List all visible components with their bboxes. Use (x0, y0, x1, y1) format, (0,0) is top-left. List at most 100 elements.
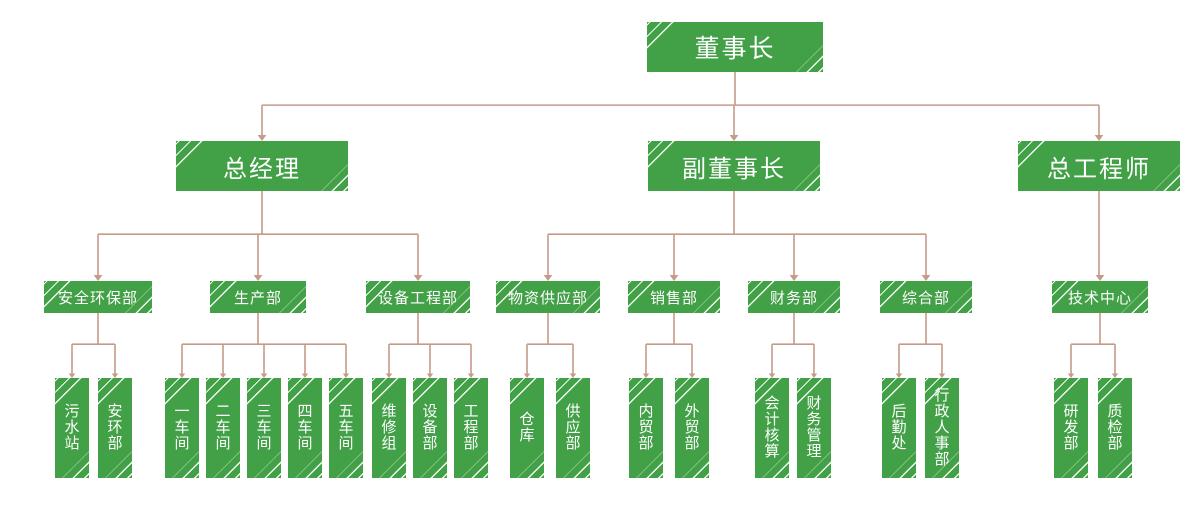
node-supply-office[interactable]: 供应部 (556, 378, 590, 478)
node-label: 综合部 (901, 288, 950, 307)
node-label-char: 间 (338, 433, 354, 452)
connector-arrowhead (1111, 373, 1119, 378)
node-maintenance-group[interactable]: 维修组 (372, 378, 406, 478)
node-label-char: 车 (174, 418, 190, 437)
connector-arrowhead (385, 373, 393, 378)
node-label-char: 备 (422, 418, 438, 437)
node-workshop-4[interactable]: 四车间 (288, 378, 322, 478)
node-general-manager[interactable]: 总经理 (176, 141, 348, 191)
node-workshop-5[interactable]: 五车间 (329, 378, 363, 478)
node-qc-dept[interactable]: 质检部 (1098, 378, 1132, 478)
node-material-supply-dept[interactable]: 物资供应部 (496, 281, 600, 313)
node-label-char: 间 (174, 433, 190, 452)
node-label: 研发部 (1054, 378, 1088, 478)
node-label: 行政人事部 (925, 378, 959, 478)
node-logistics-office[interactable]: 后勤处 (882, 378, 916, 478)
node-rnd-dept[interactable]: 研发部 (1054, 378, 1088, 478)
node-workshop-2[interactable]: 二车间 (206, 378, 240, 478)
connector-arrowhead (426, 373, 434, 378)
node-sales-dept[interactable]: 销售部 (628, 281, 720, 313)
connector-arrowhead (342, 373, 350, 378)
node-label: 内贸部 (629, 378, 663, 478)
node-workshop-1[interactable]: 一车间 (165, 378, 199, 478)
node-label: 总工程师 (1047, 154, 1151, 183)
node-label: 一车间 (165, 378, 199, 478)
node-equipment-office[interactable]: 设备部 (413, 378, 447, 478)
node-label-char: 理 (806, 441, 822, 460)
connector-arrowhead (467, 373, 475, 378)
node-label: 财务部 (769, 288, 818, 307)
connector-arrowhead (810, 373, 818, 378)
node-label-char: 水 (64, 418, 80, 437)
connector-arrowhead (1095, 275, 1105, 281)
node-label: 污水站 (55, 378, 89, 478)
node-label-char: 修 (381, 418, 397, 437)
connector-arrowhead (68, 373, 76, 378)
node-accounting[interactable]: 会计核算 (755, 378, 789, 478)
node-label: 仓库 (510, 378, 544, 478)
node-label: 会计核算 (755, 378, 789, 478)
node-label-char: 间 (256, 433, 272, 452)
node-safety-env-dept[interactable]: 安全环保部 (44, 281, 152, 313)
node-label-char: 部 (934, 449, 950, 468)
connector-arrowhead (301, 373, 309, 378)
node-label-char: 部 (1107, 433, 1123, 452)
connector-arrowhead (1067, 373, 1075, 378)
node-engineering-office[interactable]: 工程部 (454, 378, 488, 478)
connector-arrowhead (921, 275, 931, 281)
node-label: 设备工程部 (377, 288, 458, 307)
node-label-char: 程 (463, 418, 479, 437)
connector-arrowhead (688, 373, 696, 378)
connector-arrowhead (938, 373, 946, 378)
node-label-char: 车 (338, 418, 354, 437)
node-production-dept[interactable]: 生产部 (210, 281, 306, 313)
node-label-char: 组 (381, 433, 397, 452)
node-label: 五车间 (329, 378, 363, 478)
node-equipment-eng-dept[interactable]: 设备工程部 (366, 281, 470, 313)
node-general-affairs-dept[interactable]: 综合部 (880, 281, 972, 313)
node-label: 安全环保部 (57, 288, 138, 307)
node-vice-chairman[interactable]: 副董事长 (648, 141, 820, 191)
node-domestic-trade[interactable]: 内贸部 (629, 378, 663, 478)
node-chairman[interactable]: 董事长 (647, 22, 823, 72)
node-financial-management[interactable]: 财务管理 (797, 378, 831, 478)
node-label-char: 贸 (638, 418, 654, 437)
connector-arrowhead (789, 275, 799, 281)
node-label-char: 环 (107, 418, 123, 437)
connector-arrowhead (768, 373, 776, 378)
node-label: 物资供应部 (507, 288, 588, 307)
node-label: 供应部 (556, 378, 590, 478)
node-label-char: 处 (891, 433, 907, 452)
node-label: 维修组 (372, 378, 406, 478)
node-label-char: 部 (565, 433, 581, 452)
node-label: 生产部 (233, 288, 282, 307)
node-label-char: 管 (806, 426, 822, 444)
node-label-char: 算 (764, 441, 780, 460)
connector-arrowhead (253, 275, 263, 281)
node-workshop-3[interactable]: 三车间 (247, 378, 281, 478)
node-wastewater-station[interactable]: 污水站 (55, 378, 89, 478)
connector-arrowhead (569, 373, 577, 378)
node-label-char: 检 (1107, 418, 1123, 437)
node-label-char: 部 (422, 433, 438, 452)
connector-arrowhead (669, 275, 679, 281)
node-label-char: 务 (806, 410, 822, 429)
node-label-char: 人 (934, 418, 950, 437)
connector-arrowhead (523, 373, 531, 378)
node-label: 后勤处 (882, 378, 916, 478)
node-foreign-trade[interactable]: 外贸部 (675, 378, 709, 478)
connector-arrowhead (413, 275, 423, 281)
node-label: 安环部 (98, 378, 132, 478)
node-label: 销售部 (649, 288, 698, 307)
node-chief-engineer[interactable]: 总工程师 (1018, 141, 1180, 191)
node-finance-dept[interactable]: 财务部 (748, 281, 840, 313)
node-label: 质检部 (1098, 378, 1132, 478)
connector-arrowhead (260, 373, 268, 378)
node-admin-hr-dept[interactable]: 行政人事部 (925, 378, 959, 478)
node-technology-center[interactable]: 技术中心 (1052, 281, 1148, 313)
node-warehouse[interactable]: 仓库 (510, 378, 544, 478)
node-safety-env-office[interactable]: 安环部 (98, 378, 132, 478)
connector-arrowhead (93, 275, 103, 281)
